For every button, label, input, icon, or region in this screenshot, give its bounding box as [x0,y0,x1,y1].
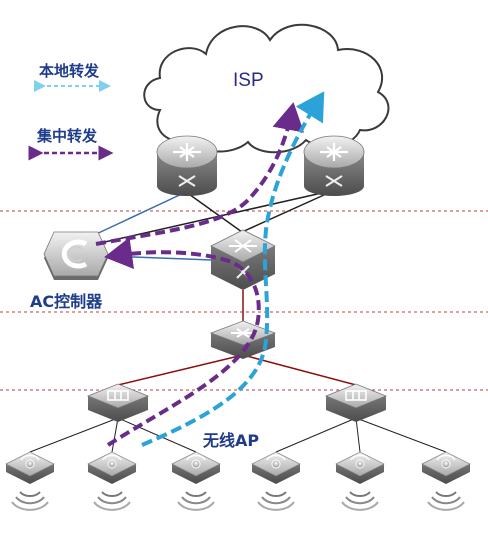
access-switch-icon [86,383,150,422]
network-links [29,189,447,453]
ac-controller-icon [43,231,109,280]
wireless-ap-group [5,451,471,511]
centralized-forwarding-path [95,102,305,447]
ac-controller-label: AC控制器 [30,292,103,311]
isp-label: ISP [233,70,264,91]
core-switch-icon [210,229,276,290]
router-icon [303,135,365,196]
wireless-ap-icon [5,451,55,511]
ap-group-label: 无线AP [203,431,260,450]
wireless-ap-icon [251,451,301,511]
access-switch-icon [324,383,388,422]
wireless-ap-icon [421,451,471,511]
wireless-ap-icon [87,451,137,511]
wireless-ap-icon [335,451,385,511]
legend-local-label: 本地转发 [39,62,100,80]
access-switch-icon [209,320,277,359]
legend-central-label: 集中转发 [37,127,98,145]
isp-cloud [143,23,390,154]
local-forwarding-path [141,91,325,447]
router-icon [156,135,218,196]
wireless-ap-icon [171,451,221,511]
